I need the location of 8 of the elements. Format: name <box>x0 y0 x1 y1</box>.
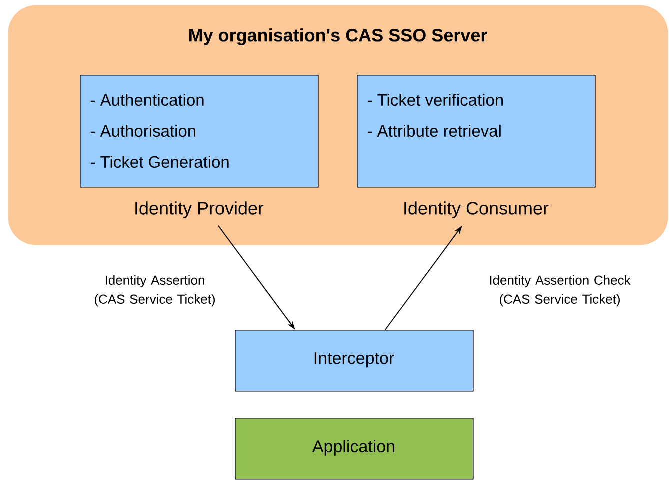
provider-box: - Authentication - Authorisation - Ticket Generation Identity Provider <box>80 75 319 218</box>
application-box: Application <box>235 418 474 480</box>
consumer-box: - Ticket verification - Attribute retrieval Identity Consumer <box>357 75 596 218</box>
edge-label: Identity Assertion (CAS Service Ticket) <box>95 275 215 307</box>
edge-label: Identity Assertion Check (CAS Service Ticket) <box>490 275 631 307</box>
interceptor-box: Interceptor <box>235 330 474 392</box>
node-label: Identity Consumer <box>404 202 549 218</box>
node-label: Identity Provider <box>136 202 264 218</box>
